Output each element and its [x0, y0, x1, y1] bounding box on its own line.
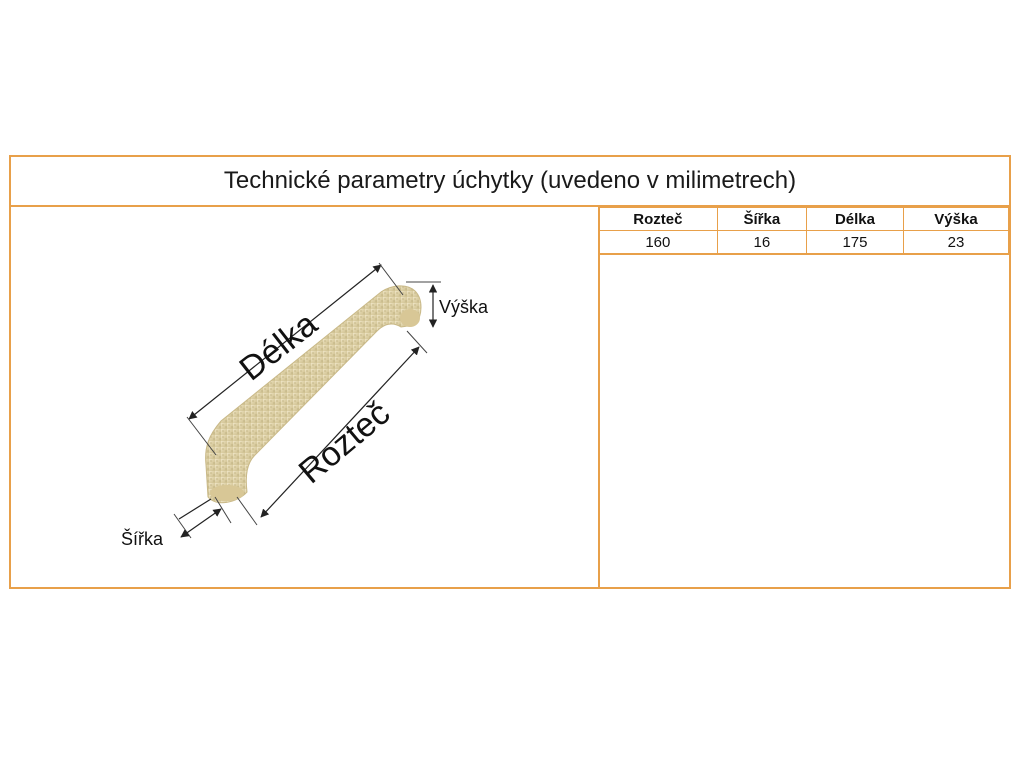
table-row: 160 16 175 23: [598, 230, 1010, 255]
roztec-dimension-line: [260, 346, 420, 518]
sirka-label: Šířka: [121, 528, 164, 549]
header-roztec: Rozteč: [598, 207, 718, 231]
sirka-dimension-line: [178, 498, 212, 520]
sirka-arrow: [180, 508, 222, 538]
value-delka: 175: [805, 230, 904, 255]
sirka-ext-right: [214, 496, 232, 524]
handle-end-left: [210, 485, 244, 501]
page-title: Technické parametry úchytky (uvedeno v m…: [11, 157, 1009, 207]
delka-dimension-line: [188, 264, 382, 420]
delka-ext-left: [186, 416, 217, 456]
header-sirka: Šířka: [716, 207, 807, 231]
table-header-row: Rozteč Šířka Délka Výška: [598, 207, 1010, 231]
parameters-table: Rozteč Šířka Délka Výška 160 16 175 23: [598, 207, 1010, 255]
delka-ext-right: [378, 262, 404, 296]
roztec-ext-left: [236, 496, 258, 526]
handle-end-right: [400, 309, 420, 327]
parameters-panel: Rozteč Šířka Délka Výška 160 16 175 23: [598, 207, 1010, 587]
header-vyska: Výška: [902, 207, 1010, 231]
parameters-frame: Technické parametry úchytky (uvedeno v m…: [9, 155, 1011, 589]
handle-diagram-panel: Délka Výška Rozteč Šířka: [11, 207, 598, 587]
handle-diagram: Délka Výška Rozteč Šířka: [121, 262, 489, 549]
roztec-label: Rozteč: [292, 394, 397, 491]
roztec-ext-right: [406, 330, 428, 354]
value-sirka: 16: [716, 230, 807, 255]
vyska-label: Výška: [439, 297, 489, 317]
value-vyska: 23: [902, 230, 1010, 255]
value-roztec: 160: [598, 230, 718, 255]
sirka-ext-left: [173, 513, 192, 539]
header-delka: Délka: [805, 207, 904, 231]
